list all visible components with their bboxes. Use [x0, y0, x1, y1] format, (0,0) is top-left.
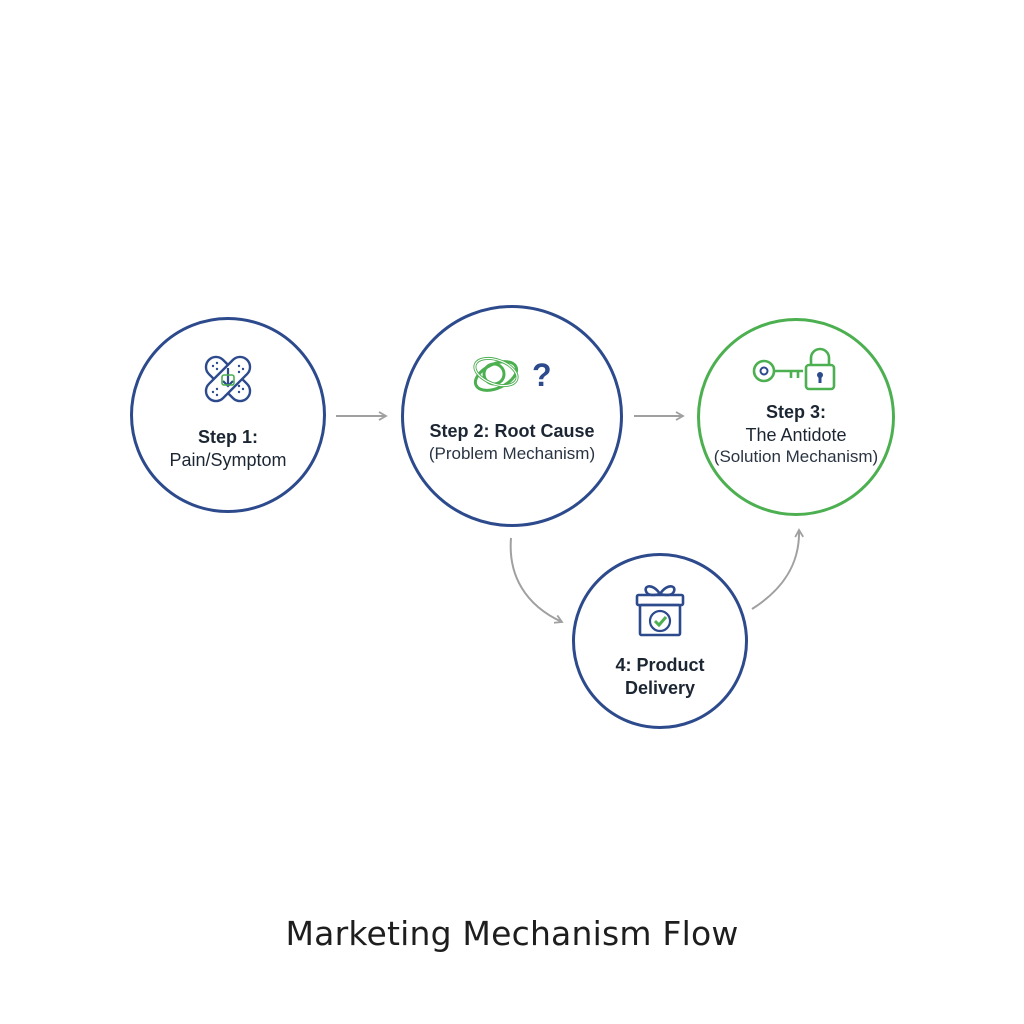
step4-label: 4: Product Delivery: [575, 654, 745, 699]
tangled-knot-question-icon: ?: [464, 348, 560, 405]
key-padlock-icon: [751, 345, 841, 398]
step4-subtitle: Delivery: [624, 677, 696, 698]
crossed-bandages-icon: [195, 346, 261, 417]
step2-node: ? Step 2: Root Cause (Problem Mechanism): [401, 305, 623, 527]
step3-subtitle: The Antidote: [745, 424, 847, 445]
step1-label: Step 1: Pain/Symptom: [133, 426, 323, 471]
svg-text:?: ?: [532, 357, 552, 393]
step2-label: Step 2: Root Cause (Problem Mechanism): [404, 420, 620, 464]
step1-node: Step 1: Pain/Symptom: [130, 317, 326, 513]
step1-subtitle: Pain/Symptom: [169, 449, 287, 470]
gift-box-check-icon: [632, 580, 688, 643]
diagram-title: Marketing Mechanism Flow: [285, 914, 739, 953]
step3-node: Step 3: The Antidote (Solution Mechanism…: [697, 318, 895, 516]
step2-title: Step 2: Root Cause: [429, 421, 595, 441]
arrow-step2-to-step4: [509, 537, 564, 624]
step3-label: Step 3: The Antidote (Solution Mechanism…: [700, 401, 892, 467]
step1-title: Step 1:: [197, 427, 258, 447]
step2-subtitle: (Problem Mechanism): [428, 443, 596, 463]
step3-caption: (Solution Mechanism): [713, 447, 879, 466]
step4-title: 4: Product: [615, 655, 705, 675]
step3-title: Step 3:: [765, 402, 826, 422]
arrow-step4-to-step3: [751, 528, 804, 610]
step4-node: 4: Product Delivery: [572, 553, 748, 729]
